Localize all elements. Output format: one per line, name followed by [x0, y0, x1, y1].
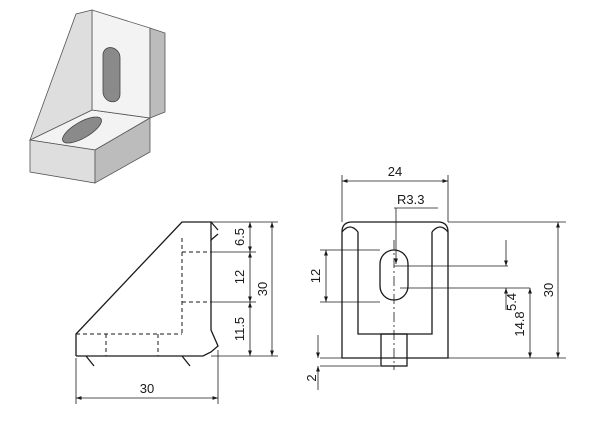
side-view: 6.5 12 11.5 30 30 [75, 221, 278, 404]
side-dim-width-label: 30 [140, 381, 154, 396]
front-dim-offset-label: 5.4 [504, 293, 519, 311]
side-dim-c-label: 11.5 [232, 317, 247, 341]
front-outer-outline [341, 221, 449, 359]
front-dim-tab-label: 2 [304, 374, 319, 381]
iso-base-slot [62, 116, 102, 144]
side-dim-b-label: 12 [232, 270, 247, 284]
front-dim-center-label: 14.8 [512, 311, 527, 336]
side-outline [75, 221, 219, 356]
iso-web-right [149, 27, 166, 119]
iso-web-left [29, 9, 93, 141]
front-dim-slot-label: 12 [308, 269, 323, 283]
front-inner-right-top [431, 226, 449, 233]
front-inner-u [357, 232, 433, 335]
front-inner-left-top [341, 226, 359, 233]
front-view: 24 R3.3 12 2 5.4 14.8 30 [304, 164, 566, 390]
isometric-view [28, 9, 166, 184]
iso-base-right [94, 117, 151, 184]
iso-upright-slot [102, 47, 121, 103]
side-dim-overall-label: 30 [255, 282, 270, 296]
side-dim-a-label: 6.5 [232, 228, 247, 246]
front-slot [379, 249, 409, 301]
side-outline-back [76, 240, 219, 357]
front-dim-overall-label: 30 [541, 283, 556, 297]
side-foot-right [181, 355, 191, 367]
side-foot-left [85, 355, 95, 367]
side-top-lip [210, 221, 219, 231]
iso-upright-front [91, 9, 151, 119]
front-dim-width-label: 24 [388, 164, 402, 179]
front-radius-label: R3.3 [397, 192, 424, 207]
